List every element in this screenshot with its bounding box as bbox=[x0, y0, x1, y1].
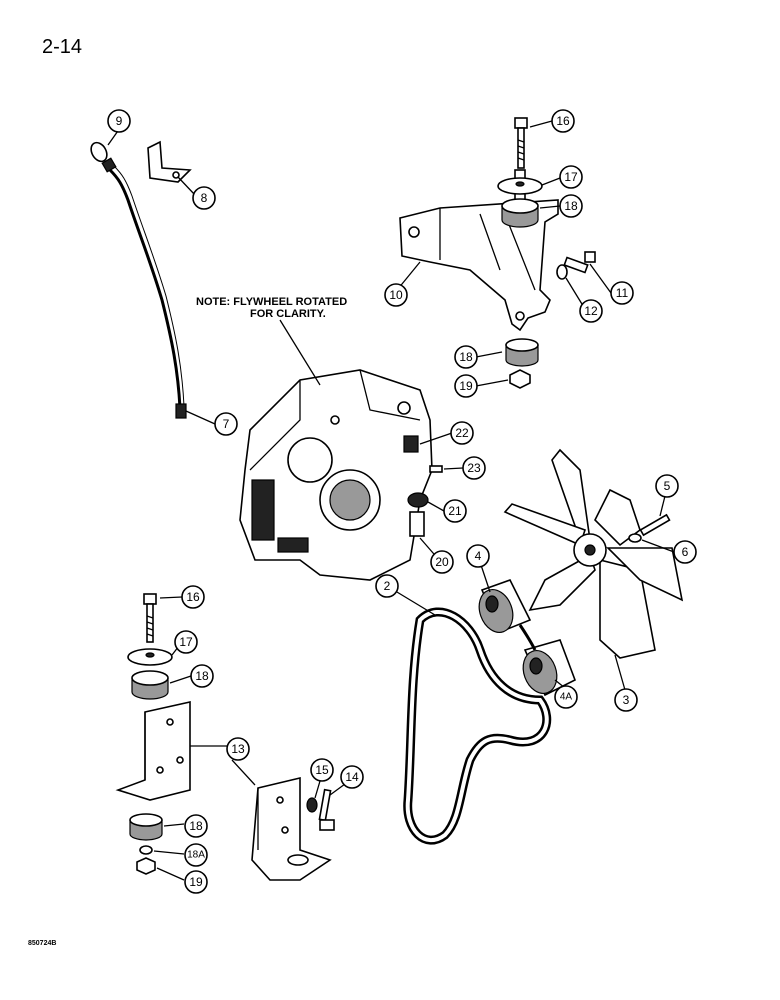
callout-8: 8 bbox=[192, 186, 216, 210]
svg-text:23: 23 bbox=[467, 461, 481, 475]
flywheel-note: NOTE: FLYWHEEL ROTATED FOR CLARITY. bbox=[196, 296, 347, 320]
callout-17-lower: 17 bbox=[174, 630, 198, 654]
nut-19-part bbox=[509, 369, 531, 389]
svg-text:19: 19 bbox=[459, 379, 473, 393]
callout-18-lower: 18 bbox=[190, 664, 214, 688]
callout-19-lower: 19 bbox=[184, 870, 208, 894]
bolt-5-part bbox=[639, 513, 671, 537]
svg-text:20: 20 bbox=[435, 555, 449, 569]
mount-bracket-13-left-part bbox=[115, 701, 191, 801]
nut-19-bottom-part bbox=[136, 857, 156, 875]
callout-12: 12 bbox=[579, 299, 603, 323]
callout-16-upper: 16 bbox=[551, 109, 575, 133]
svg-text:17: 17 bbox=[564, 170, 578, 184]
callout-23: 23 bbox=[462, 456, 486, 480]
upper-isolator-18-part bbox=[501, 198, 539, 228]
screw-23-part bbox=[429, 465, 443, 473]
lower-isolator-18-part bbox=[505, 338, 539, 367]
svg-text:16: 16 bbox=[186, 590, 200, 604]
callout-18a: 18A bbox=[184, 843, 208, 867]
bottom-isolator-18-part bbox=[129, 813, 163, 841]
svg-text:14: 14 bbox=[345, 770, 359, 784]
callout-18-upper: 18 bbox=[559, 194, 583, 218]
callout-21: 21 bbox=[443, 499, 467, 523]
spacer-4-part bbox=[478, 579, 532, 634]
callout-16-lower: 16 bbox=[181, 585, 205, 609]
dipstick-bracket-part bbox=[147, 140, 192, 183]
svg-text:6: 6 bbox=[682, 545, 689, 559]
svg-text:4A: 4A bbox=[560, 692, 573, 703]
left-bolt-16-part bbox=[143, 593, 157, 643]
seal-21-part bbox=[407, 492, 429, 508]
svg-text:2: 2 bbox=[384, 579, 391, 593]
washer-6-part bbox=[628, 533, 642, 543]
svg-text:12: 12 bbox=[584, 304, 598, 318]
callout-4a: 4A bbox=[554, 685, 578, 709]
svg-text:17: 17 bbox=[179, 635, 193, 649]
callout-19-upper: 19 bbox=[454, 374, 478, 398]
svg-text:8: 8 bbox=[201, 191, 208, 205]
note-line-1: NOTE: FLYWHEEL ROTATED bbox=[196, 296, 348, 308]
svg-text:3: 3 bbox=[623, 693, 630, 707]
dowel-20-part bbox=[409, 511, 425, 537]
svg-text:18: 18 bbox=[189, 819, 203, 833]
callout-22: 22 bbox=[450, 421, 474, 445]
callout-11: 11 bbox=[610, 281, 634, 305]
svg-text:16: 16 bbox=[556, 114, 570, 128]
clip-22-part bbox=[403, 435, 419, 453]
callout-14: 14 bbox=[340, 765, 364, 789]
upper-mount-bracket-part bbox=[399, 169, 559, 332]
callout-18-mid: 18 bbox=[454, 345, 478, 369]
svg-text:7: 7 bbox=[223, 417, 230, 431]
svg-text:9: 9 bbox=[116, 114, 123, 128]
callout-18-bottom: 18 bbox=[184, 814, 208, 838]
callout-20: 20 bbox=[430, 550, 454, 574]
svg-text:18: 18 bbox=[564, 199, 578, 213]
svg-text:5: 5 bbox=[664, 479, 671, 493]
callout-10: 10 bbox=[384, 283, 408, 307]
callout-2: 2 bbox=[375, 574, 399, 598]
callout-13: 13 bbox=[226, 737, 250, 761]
left-washer-17-part bbox=[127, 648, 173, 666]
dipstick-tube-part bbox=[90, 141, 187, 419]
bolt-14-part bbox=[318, 788, 335, 831]
upper-bolt-16-part bbox=[514, 117, 528, 169]
callout-17-upper: 17 bbox=[559, 165, 583, 189]
callout-6: 6 bbox=[673, 540, 697, 564]
spacer-4a-part bbox=[522, 639, 577, 697]
left-isolator-18-part bbox=[131, 670, 169, 700]
washer-15-part bbox=[306, 797, 318, 813]
fan-part bbox=[503, 448, 684, 659]
callout-3: 3 bbox=[614, 688, 638, 712]
mount-bracket-13-right-part bbox=[251, 776, 332, 881]
svg-text:15: 15 bbox=[315, 763, 329, 777]
svg-text:18A: 18A bbox=[187, 850, 205, 861]
drawing-code: 850724B bbox=[28, 940, 57, 947]
bolt-11-part bbox=[563, 251, 596, 274]
note-line-2: FOR CLARITY. bbox=[250, 308, 326, 320]
callout-5: 5 bbox=[655, 474, 679, 498]
callout-9: 9 bbox=[107, 109, 131, 133]
svg-text:4: 4 bbox=[475, 549, 482, 563]
svg-text:10: 10 bbox=[389, 288, 403, 302]
flywheel-housing-part bbox=[239, 369, 433, 581]
svg-text:18: 18 bbox=[195, 669, 209, 683]
svg-text:22: 22 bbox=[455, 426, 469, 440]
svg-text:11: 11 bbox=[616, 286, 629, 300]
belt-part bbox=[403, 607, 552, 845]
svg-text:13: 13 bbox=[231, 742, 245, 756]
svg-text:21: 21 bbox=[448, 504, 462, 518]
washer-12-part bbox=[556, 264, 568, 280]
callout-4: 4 bbox=[466, 544, 490, 568]
washer-18a-part bbox=[139, 845, 153, 855]
callout-7: 7 bbox=[214, 412, 238, 436]
svg-text:18: 18 bbox=[459, 350, 473, 364]
upper-washer-17-part bbox=[497, 177, 543, 195]
svg-text:19: 19 bbox=[189, 875, 203, 889]
callout-15: 15 bbox=[310, 758, 334, 782]
page-number: 2-14 bbox=[42, 36, 83, 58]
